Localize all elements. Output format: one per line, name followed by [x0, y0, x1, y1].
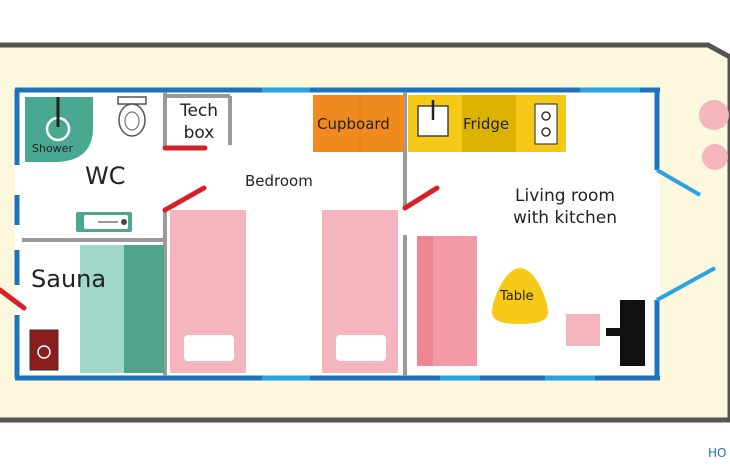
- bed-right: [322, 210, 398, 373]
- table-label: Table: [500, 289, 534, 304]
- fridge: [462, 95, 516, 152]
- tv-icon: [606, 300, 645, 366]
- shower: [25, 97, 93, 162]
- tech-box-label: Tech box: [174, 100, 224, 144]
- sauna-label: Sauna: [31, 265, 107, 293]
- tech-box-line2: box: [183, 123, 215, 143]
- kitchen-sink-icon: [417, 100, 449, 137]
- cooktop-icon: [534, 103, 558, 145]
- deck-chair-top: [699, 100, 729, 130]
- doors: [0, 145, 440, 311]
- bedroom-label: Bedroom: [245, 172, 313, 190]
- wc-sink-icon: [76, 212, 132, 232]
- partitions: [22, 92, 407, 376]
- living-room-line2: with kitchen: [512, 208, 618, 228]
- deck-chair-bottom: [702, 144, 728, 170]
- bed-left: [170, 210, 246, 373]
- footer-text: HO: [708, 446, 727, 460]
- toilet-icon: [117, 96, 147, 137]
- cupboard: [313, 95, 404, 152]
- deck-doors: [655, 168, 716, 302]
- sauna-bench-lower: [80, 245, 124, 373]
- tech-box-line1: Tech: [179, 101, 219, 121]
- sauna-bench-upper: [124, 245, 164, 373]
- living-room-label: Living room with kitchen: [505, 185, 625, 229]
- cupboard-label: Cupboard: [317, 115, 390, 133]
- shower-label: Shower: [32, 142, 73, 155]
- sofa: [417, 236, 477, 366]
- living-room-line1: Living room: [515, 186, 615, 206]
- sauna-stove-icon: [29, 329, 59, 371]
- stool: [566, 314, 600, 346]
- dining-table: [492, 268, 548, 324]
- wc-label: WC: [85, 162, 126, 190]
- outer-walls: [14, 87, 660, 381]
- windows: [262, 87, 640, 381]
- fridge-label: Fridge: [463, 115, 510, 133]
